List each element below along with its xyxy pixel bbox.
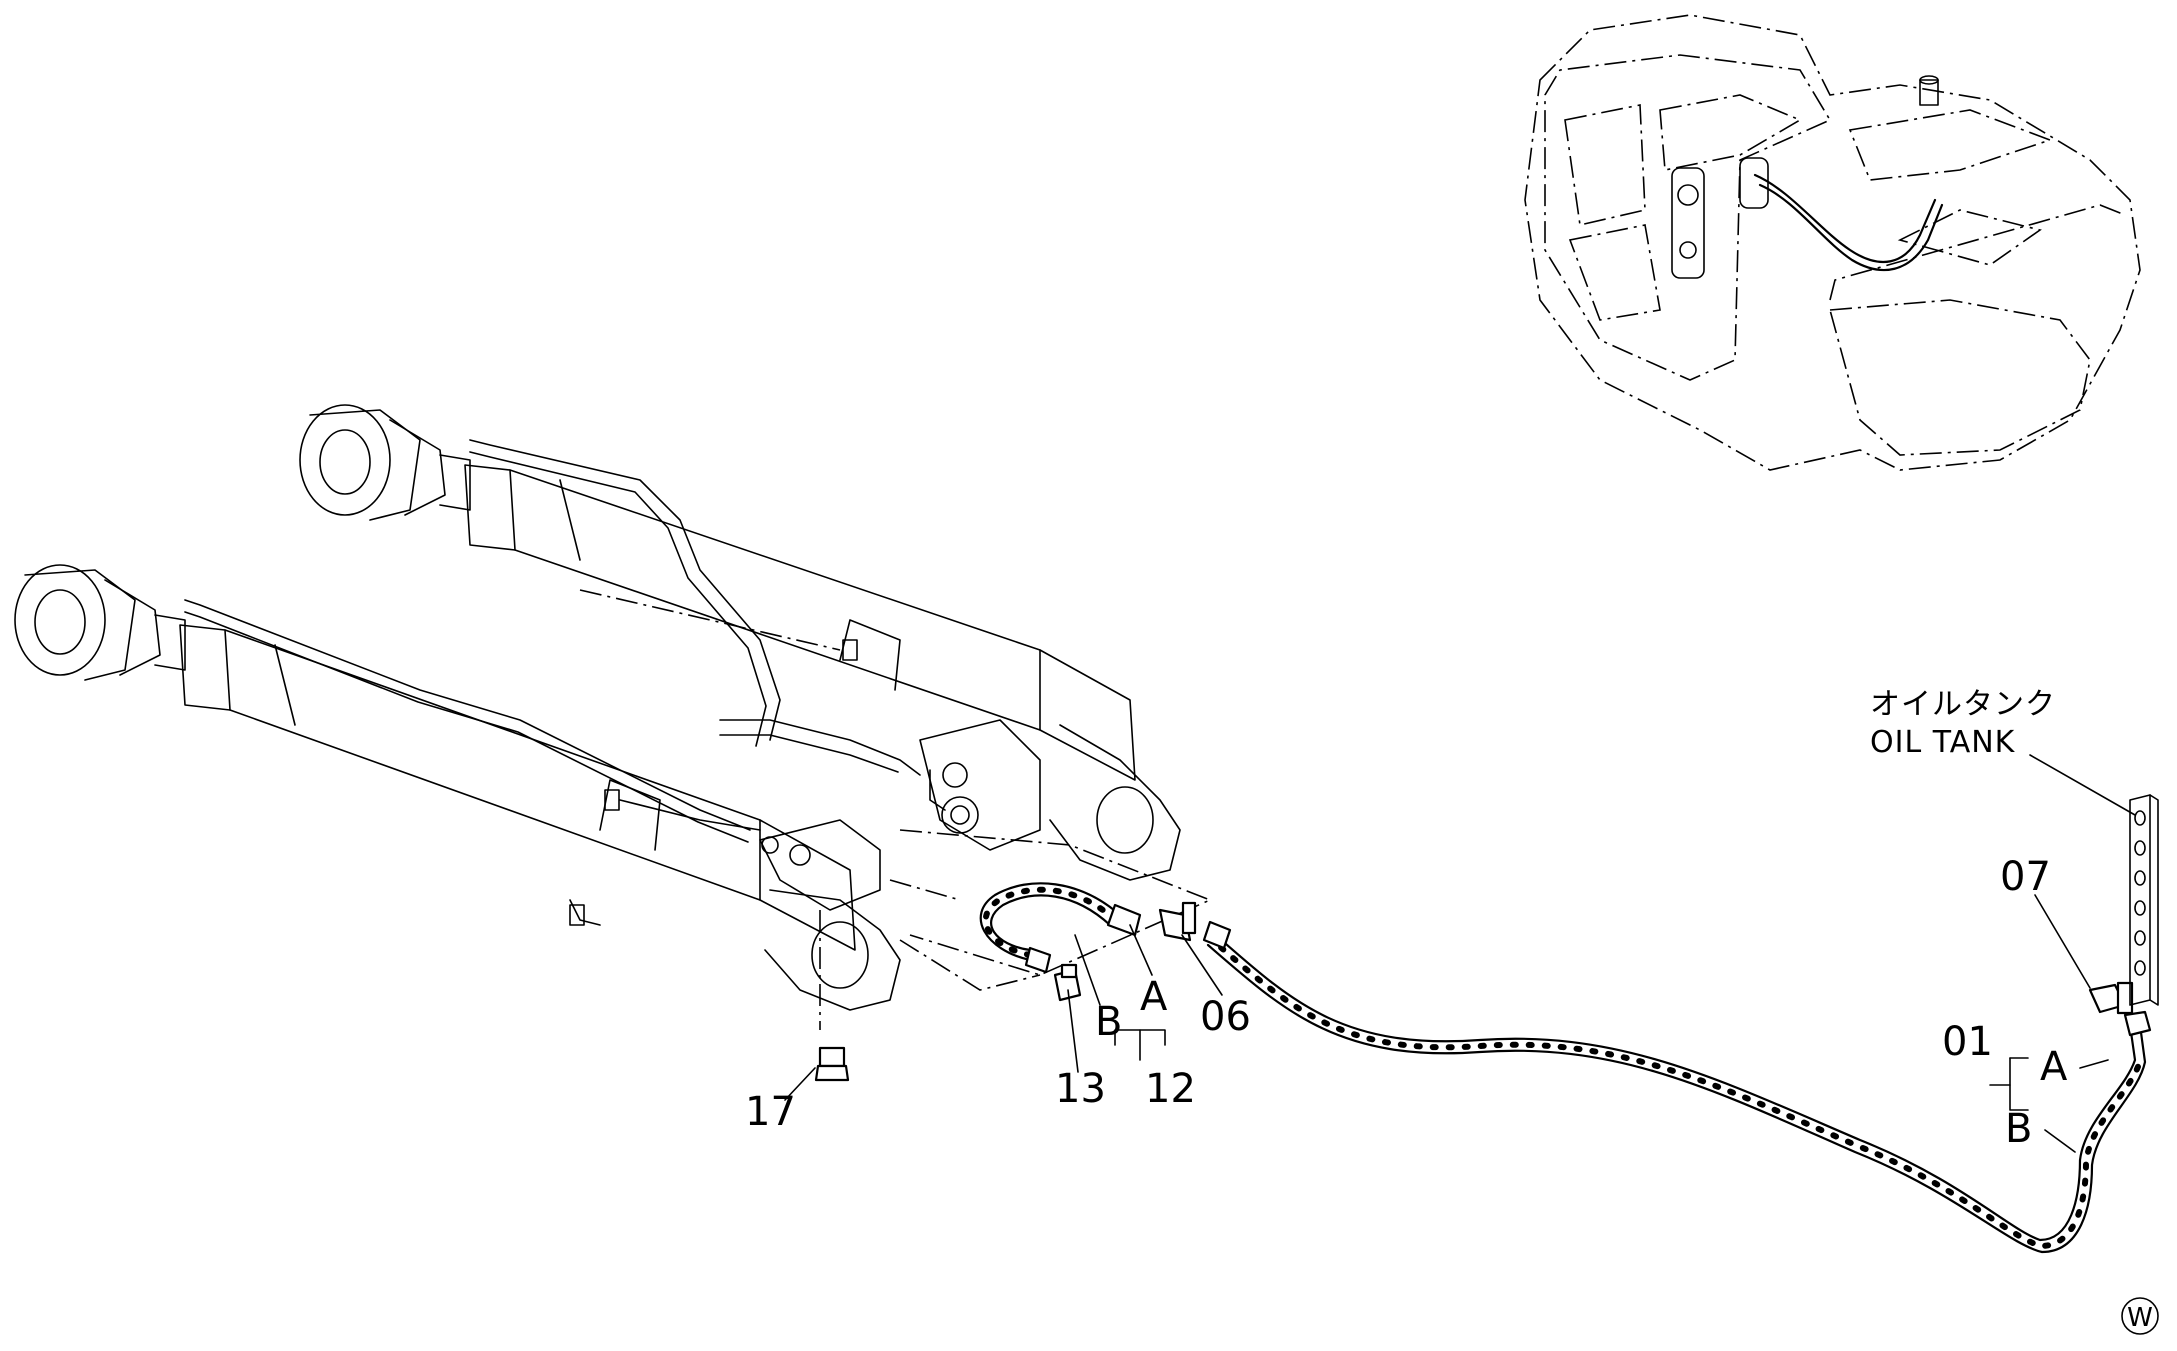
part-12-label: 12 xyxy=(1145,1066,1196,1112)
oil-tank-jp-label: オイルタンク xyxy=(1870,687,2056,722)
lower-boom-cylinder xyxy=(14,564,901,1030)
part-07-label: 07 xyxy=(2000,854,2051,900)
upper-boom-cylinder xyxy=(299,404,1181,881)
part-12-b-label: B xyxy=(1095,999,1122,1045)
oil-tank-en-label: OIL TANK xyxy=(1870,725,2016,760)
hose-assembly-01 xyxy=(1202,920,2152,1254)
fitting-07 xyxy=(2088,981,2134,1015)
part-06-label: 06 xyxy=(1200,994,1251,1040)
part-01-a-label: A xyxy=(2040,1044,2068,1090)
callout-labels: オイルタンク OIL TANK 07 01 A B 06 A B 13 12 1… xyxy=(745,687,2159,1335)
leader-lines xyxy=(784,754,2136,1153)
fitting-13 xyxy=(1053,963,1082,1002)
oil-tank-plate xyxy=(2129,794,2159,1006)
corner-mark-label: W xyxy=(2127,1303,2153,1333)
part-13-label: 13 xyxy=(1055,1066,1106,1112)
connection-guides xyxy=(889,829,1213,991)
part-01-b-label: B xyxy=(2005,1106,2032,1152)
plug-17 xyxy=(814,1046,850,1082)
fitting-06 xyxy=(1158,901,1197,942)
part-01-label: 01 xyxy=(1942,1019,1993,1065)
excavator-inset-drawing xyxy=(1524,14,2141,471)
part-17-label: 17 xyxy=(745,1089,796,1135)
hose-assembly-12 xyxy=(979,882,1142,974)
part-12-a-label: A xyxy=(1140,974,1168,1020)
corner-mark-circle xyxy=(2121,1297,2159,1335)
